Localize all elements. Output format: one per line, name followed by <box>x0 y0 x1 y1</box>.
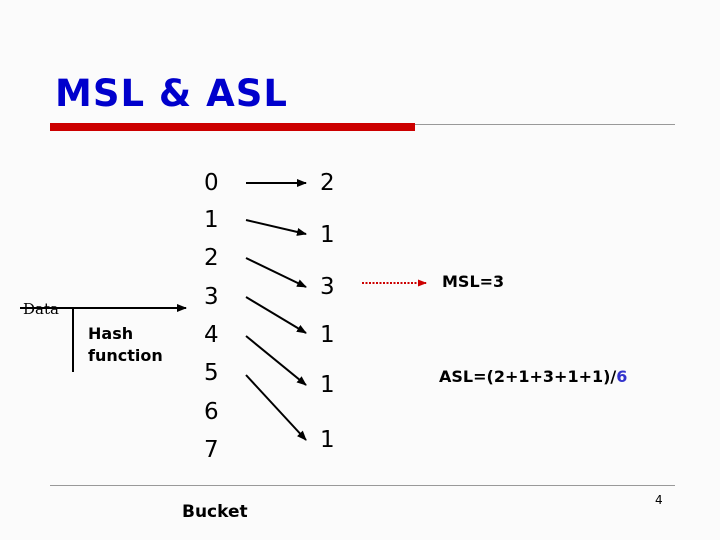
chain-length-1: 1 <box>320 222 335 248</box>
bucket-index-6: 6 <box>204 399 219 425</box>
arrow-bucket-7 <box>245 374 307 441</box>
bucket-index-0: 0 <box>204 170 219 196</box>
chain-length-4: 1 <box>320 372 335 398</box>
title-underline-accent <box>50 123 415 131</box>
arrow-bucket-4 <box>245 296 307 334</box>
chain-length-0: 2 <box>320 170 335 196</box>
arrow-bucket-5 <box>245 335 307 386</box>
arrow-bucket-2 <box>245 257 307 288</box>
hash-label-line2: function <box>88 346 163 365</box>
bucket-index-4: 4 <box>204 322 219 348</box>
arrow-bucket-1 <box>245 219 307 236</box>
chain-length-2: 3 <box>320 274 335 300</box>
bucket-index-5: 5 <box>204 360 219 386</box>
bucket-label: Bucket <box>182 502 248 522</box>
asl-label: ASL=(2+1+3+1+1)/6 <box>439 367 627 386</box>
title-underline-thin <box>415 124 675 125</box>
asl-formula: ASL=(2+1+3+1+1)/ <box>439 367 617 386</box>
hash-label-line1: Hash <box>88 324 134 343</box>
chain-length-5: 1 <box>320 427 335 453</box>
chain-length-3: 1 <box>320 322 335 348</box>
slide-title: MSL & ASL <box>55 72 288 115</box>
bucket-index-3: 3 <box>204 284 219 310</box>
bucket-index-2: 2 <box>204 245 219 271</box>
page-number: 4 <box>655 493 663 507</box>
footer-rule <box>50 485 675 486</box>
bucket-index-7: 7 <box>204 437 219 463</box>
bucket-index-1: 1 <box>204 207 219 233</box>
hash-function-label: Hash function <box>88 323 163 367</box>
asl-denominator: 6 <box>616 367 628 386</box>
msl-label: MSL=3 <box>442 272 505 291</box>
